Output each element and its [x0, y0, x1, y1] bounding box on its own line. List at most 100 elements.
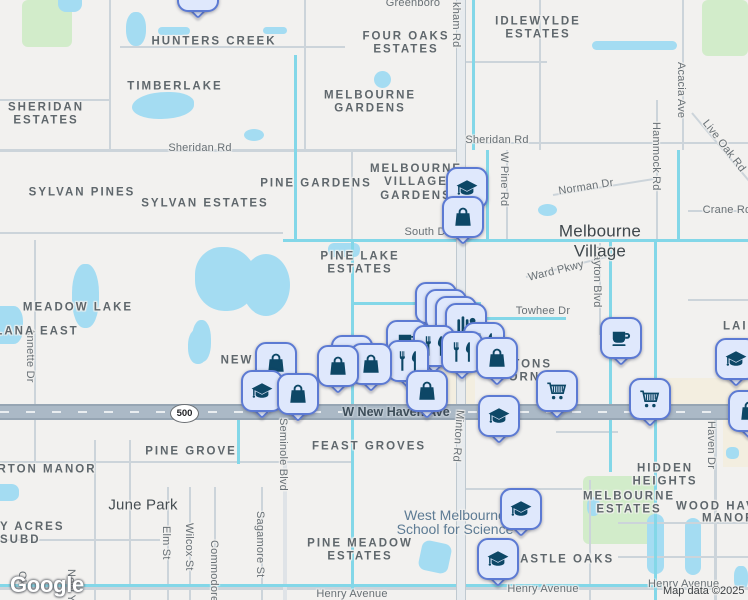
road-label-ward-pkwy: Ward Pkwy [526, 258, 586, 284]
pond [374, 71, 391, 88]
shopping-marker[interactable] [406, 370, 448, 420]
label-line: Melbourne [558, 221, 642, 241]
canal-segment [237, 419, 240, 464]
label-line: MELBOURNE [323, 89, 417, 102]
road-segment [261, 487, 263, 600]
grocery-marker[interactable] [629, 378, 671, 428]
shopping-marker[interactable] [476, 337, 518, 387]
road-segment [556, 431, 618, 433]
road-segment [129, 440, 131, 600]
road-segment [539, 0, 541, 150]
shopping-cart-icon [545, 379, 569, 403]
poi-label-school[interactable]: West Melbourne School for Science [397, 508, 514, 536]
road-segment [304, 0, 306, 150]
shopping-marker[interactable] [317, 345, 359, 395]
route-500-shield: 500 [170, 404, 199, 423]
road-segment [462, 142, 748, 144]
graduation-cap-icon [186, 0, 210, 3]
shopping-bag-icon [359, 352, 383, 376]
city-label-melbourne-village: Melbourne Village [559, 221, 641, 260]
wickham-minton-road [456, 417, 466, 600]
marker-box [177, 0, 219, 12]
shopping-bag-icon [737, 399, 748, 423]
lake [126, 12, 146, 46]
education-marker[interactable] [500, 488, 542, 538]
marker-box [629, 378, 671, 420]
road-label-haven-dr: Haven Dr [705, 421, 717, 470]
road-label-henry-avenue: Henry Avenue [648, 578, 720, 590]
canal-segment [294, 55, 297, 240]
label-line: ORNI [508, 372, 546, 384]
education-marker[interactable] [477, 538, 519, 588]
google-logo[interactable]: Google [10, 572, 84, 597]
marker-box [406, 370, 448, 412]
road-label-w-pine-rd: W Pine Rd [498, 152, 510, 207]
neighborhood-label-pine-meadow-estates: PINE MEADOW ESTATES [307, 538, 413, 565]
road-segment [0, 149, 462, 152]
grocery-marker[interactable] [536, 370, 578, 420]
canal-segment [478, 317, 566, 320]
town-label-june-park: June Park [108, 496, 178, 514]
label-line: ESTATES [505, 29, 571, 41]
road-label-elm-st: Elm St [160, 526, 172, 560]
lake [158, 27, 190, 35]
road-segment [656, 100, 658, 242]
label-line: IDLEWYLDE [495, 15, 581, 28]
road-label-norman-dr: Norman Dr [557, 176, 615, 198]
pond [417, 539, 453, 575]
pond [0, 484, 19, 501]
road-label-sagamore-st: Sagamore St [254, 511, 266, 578]
label-line: GARDENS [334, 103, 406, 115]
label-line: HEIGHTS [632, 476, 698, 488]
education-marker[interactable] [241, 370, 283, 420]
graduation-cap-icon [509, 497, 533, 521]
road-segment [0, 232, 283, 234]
label-line: VILLAGE [384, 176, 448, 189]
marker-box [277, 373, 319, 415]
shopping-marker[interactable] [277, 373, 319, 423]
graduation-cap-icon [486, 547, 510, 571]
lake [0, 306, 23, 344]
road-label-dayton-blvd: Dayton Blvd [591, 246, 603, 308]
graduation-cap-icon [250, 379, 274, 403]
road-label-henry-avenue: Henry Avenue [316, 588, 388, 600]
education-marker[interactable] [478, 395, 520, 445]
neighborhood-label-sylvan-estates: SYLVAN ESTATES [141, 197, 269, 210]
marker-box [536, 370, 578, 412]
pond [244, 129, 264, 141]
route-number: 500 [176, 408, 193, 419]
marker-box [500, 488, 542, 530]
seminole-blvd-road [283, 417, 287, 600]
label-line: West Melbourne [404, 507, 506, 523]
shopping-bag-icon [415, 379, 439, 403]
road-segment [351, 150, 353, 243]
road-segment [688, 210, 748, 212]
road-label-seminole-blvd: Seminole Blvd [277, 418, 289, 491]
shopping-marker[interactable] [442, 196, 484, 246]
road-segment [167, 487, 169, 600]
graduation-cap-icon [487, 404, 511, 428]
shopping-marker[interactable] [728, 390, 748, 440]
shopping-bag-icon [326, 354, 350, 378]
timberlake-lake [132, 92, 194, 119]
neighborhood-label-lana-east: LANA EAST [0, 325, 79, 338]
education-marker[interactable] [715, 338, 748, 388]
education-marker[interactable] [177, 0, 219, 20]
marker-box [478, 395, 520, 437]
road-segment [618, 556, 748, 558]
road-label-wilcox-st: Wilcox St [183, 523, 195, 571]
cafe-marker[interactable] [600, 317, 642, 367]
label-line: HIDDEN [636, 462, 694, 475]
haven-dr-road [714, 419, 717, 600]
label-line: PINE MEADOW [307, 537, 413, 550]
graduation-cap-icon [724, 347, 748, 371]
pond [726, 447, 739, 459]
meadow-lake-lake [72, 264, 99, 328]
road-label-wickham-rd-partial: kham Rd [450, 2, 462, 48]
canal-segment [283, 239, 748, 242]
road-label-new-york-partial: New Y [65, 569, 77, 600]
marker-box [715, 338, 748, 380]
shopping-cart-icon [638, 387, 662, 411]
road-segment [214, 487, 216, 600]
